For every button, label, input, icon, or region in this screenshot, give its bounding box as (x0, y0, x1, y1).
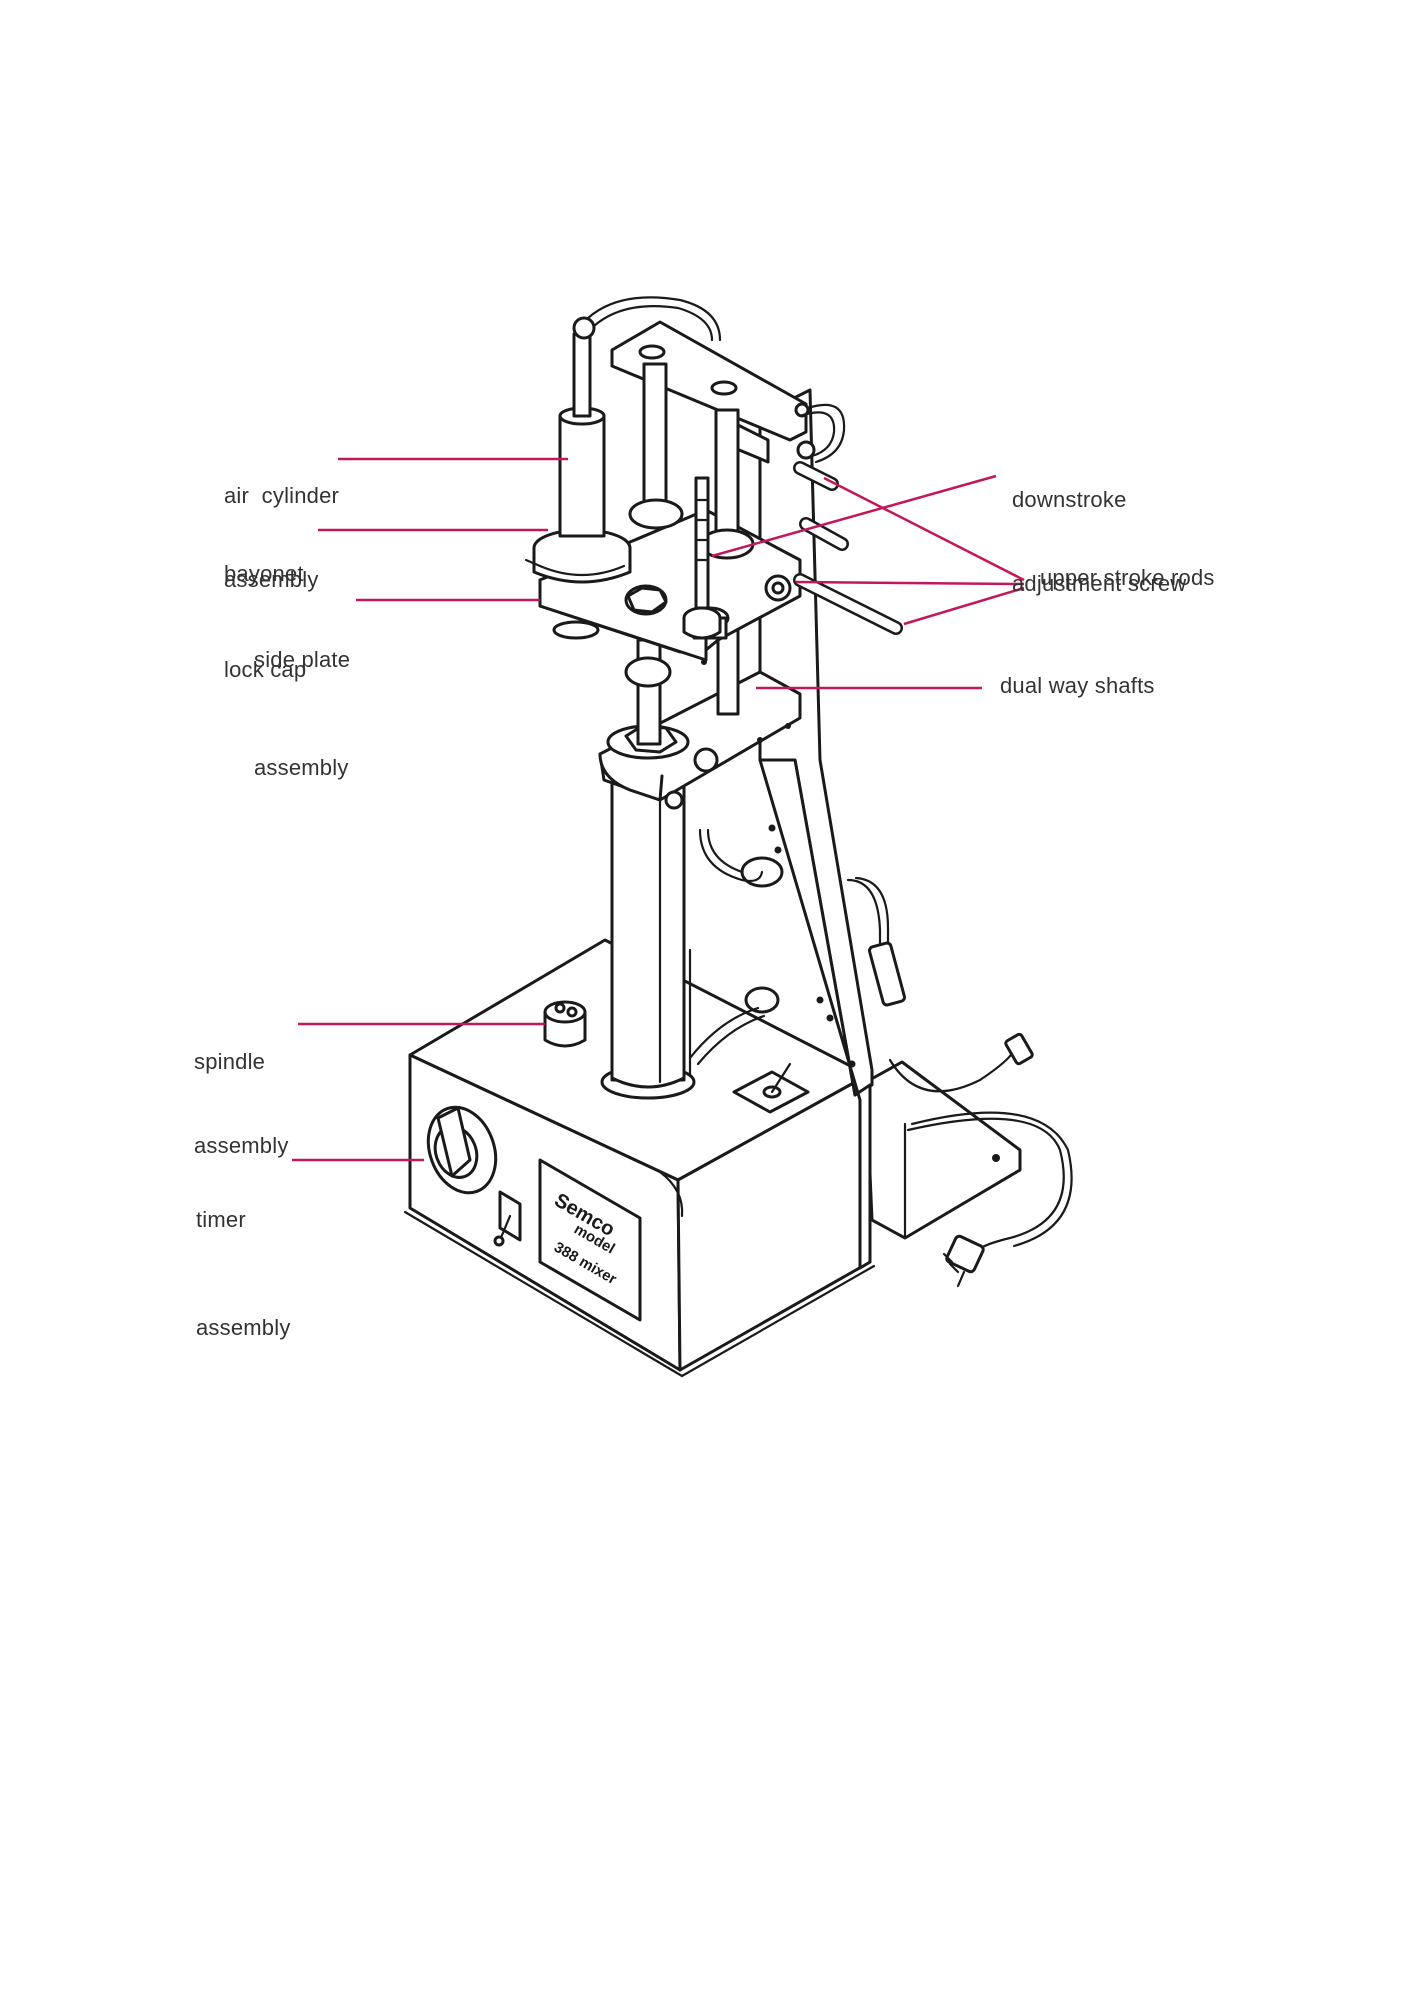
label-downstroke-line1: downstroke (1012, 487, 1127, 512)
label-dual-way-shafts: dual way shafts (1000, 673, 1155, 698)
label-timer: timer assembly (196, 1130, 291, 1382)
top-crossbar (610, 320, 808, 464)
leader-lines (292, 457, 1025, 1162)
upper-arm (538, 508, 802, 665)
label-bayonet-line1: bayonet (224, 561, 304, 586)
main-column (600, 778, 696, 1100)
label-spindle-line1: spindle (194, 1049, 266, 1074)
label-timer-line1: timer (196, 1207, 246, 1232)
label-air-cylinder: air cylinder assembly (224, 426, 339, 622)
label-upper-stroke-rods: upper stroke rods (1040, 565, 1215, 590)
label-air-cylinder-line2: assembly (224, 567, 319, 592)
leader-downstroke (711, 474, 997, 558)
downstroke-screw (682, 476, 722, 640)
leader-stroke-rod-2 (795, 580, 1025, 586)
label-side-plate-line1: side plate (254, 647, 351, 672)
spindle-block (543, 1000, 587, 1048)
label-downstroke: downstroke adjustment screw (1012, 430, 1186, 626)
label-downstroke-line2: adjustment screw (1012, 571, 1187, 596)
stroke-rods (793, 402, 903, 635)
top-toggle (732, 1062, 810, 1114)
air-hose (688, 828, 890, 1066)
label-bayonet-line2: lock cap (224, 657, 307, 682)
label-side-plate-line2: assembly (254, 755, 349, 780)
label-air-cylinder-line1: air cylinder (224, 483, 340, 508)
foot-plate (864, 1060, 1022, 1240)
nameplate: Semco model 388 mixer (538, 1158, 642, 1322)
label-bayonet-lock-cap: bayonet lock cap (224, 494, 306, 718)
label-timer-line2: assembly (196, 1315, 291, 1340)
timer-knob (426, 1105, 498, 1195)
label-side-plate: side plate assembly (254, 570, 350, 822)
air-cylinder (524, 316, 632, 584)
power-toggle-switch (493, 1190, 522, 1247)
leader-stroke-rod-1 (823, 476, 1025, 582)
leader-stroke-rod-3 (903, 586, 1025, 626)
valve-and-cord (868, 941, 1073, 1288)
label-spindle: spindle assembly (194, 992, 289, 1188)
guide-columns (628, 362, 755, 560)
top-hose (586, 296, 846, 464)
label-spindle-line2: assembly (194, 1133, 289, 1158)
